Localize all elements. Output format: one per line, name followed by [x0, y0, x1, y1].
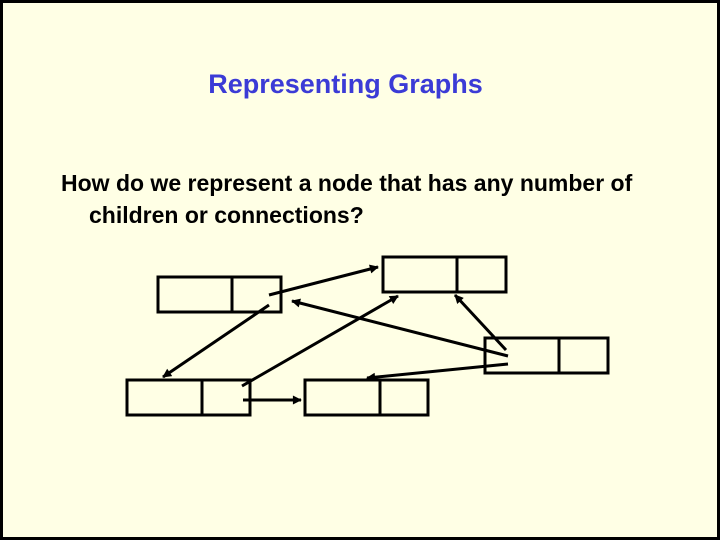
node-a: [156, 275, 283, 314]
slide: Representing Graphs How do we represent …: [3, 3, 717, 537]
question-text: How do we represent a node that has any …: [61, 170, 633, 228]
node-d: [125, 378, 252, 417]
edge-c-to-b: [453, 293, 508, 352]
node-c: [483, 336, 610, 375]
edge-a-to-d: [162, 303, 270, 379]
node-e: [303, 378, 430, 417]
edge-c-to-e: [366, 362, 509, 382]
linked-nodes-diagram: [125, 255, 610, 417]
edge-c-to-a: [291, 298, 509, 358]
edge-d-to-b: [241, 294, 399, 388]
edge-a-to-b: [268, 264, 379, 297]
slide-title: Representing Graphs: [208, 69, 483, 99]
node-b: [381, 255, 508, 294]
